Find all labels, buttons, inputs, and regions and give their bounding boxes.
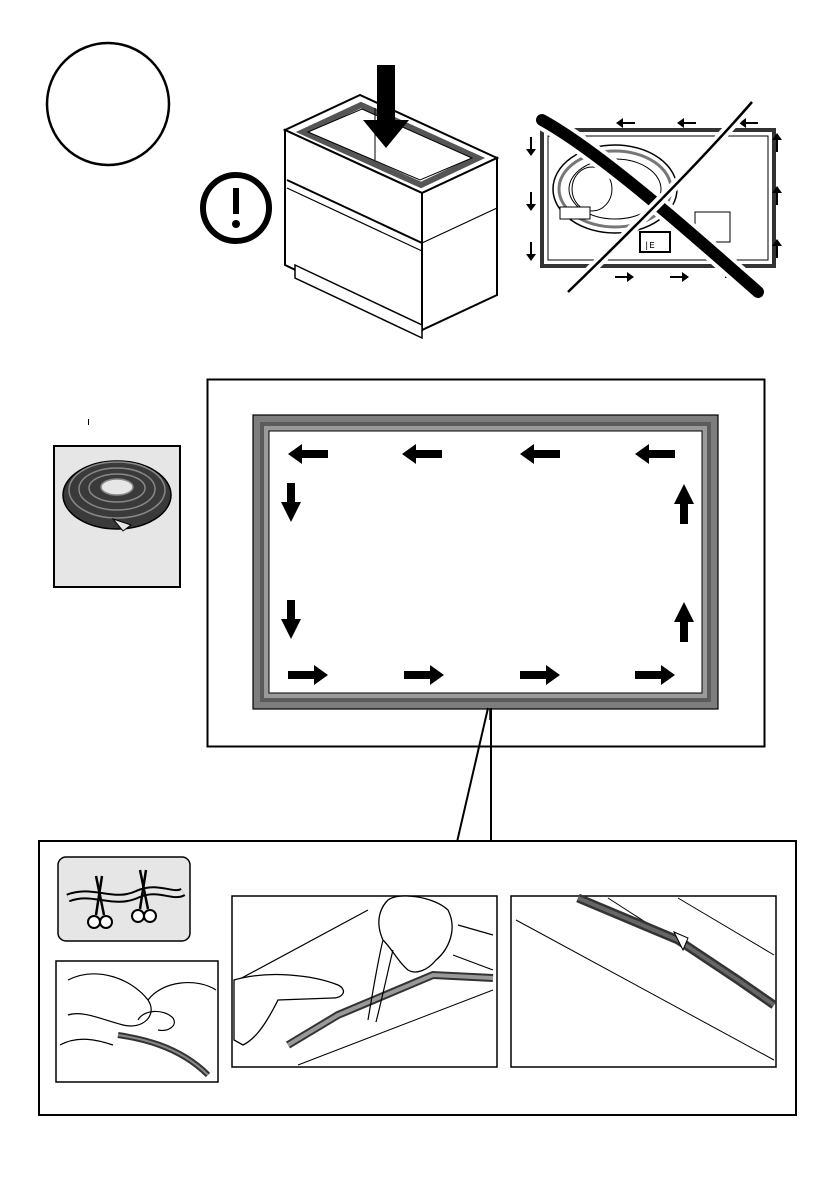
tape-on-edge-closeup-photo bbox=[511, 896, 776, 1067]
connector-label: |E bbox=[644, 241, 655, 251]
exclamation-icon bbox=[196, 168, 276, 248]
seal-tape-roll-icon bbox=[53, 445, 181, 588]
callout-connector bbox=[0, 700, 840, 850]
seal-frame-direction-diagram bbox=[206, 378, 768, 750]
hands-applying-tape-photo bbox=[232, 896, 497, 1067]
tick-mark bbox=[88, 419, 89, 425]
crossed-out-hob-underside-icon: |E bbox=[520, 92, 800, 302]
fingers-peeling-tape-photo bbox=[56, 961, 218, 1082]
cabinet-drawer-icon bbox=[275, 60, 505, 340]
scissors-cut-tape-icon bbox=[58, 857, 190, 941]
step-circle-icon bbox=[40, 38, 180, 170]
detail-panel bbox=[38, 840, 798, 1118]
